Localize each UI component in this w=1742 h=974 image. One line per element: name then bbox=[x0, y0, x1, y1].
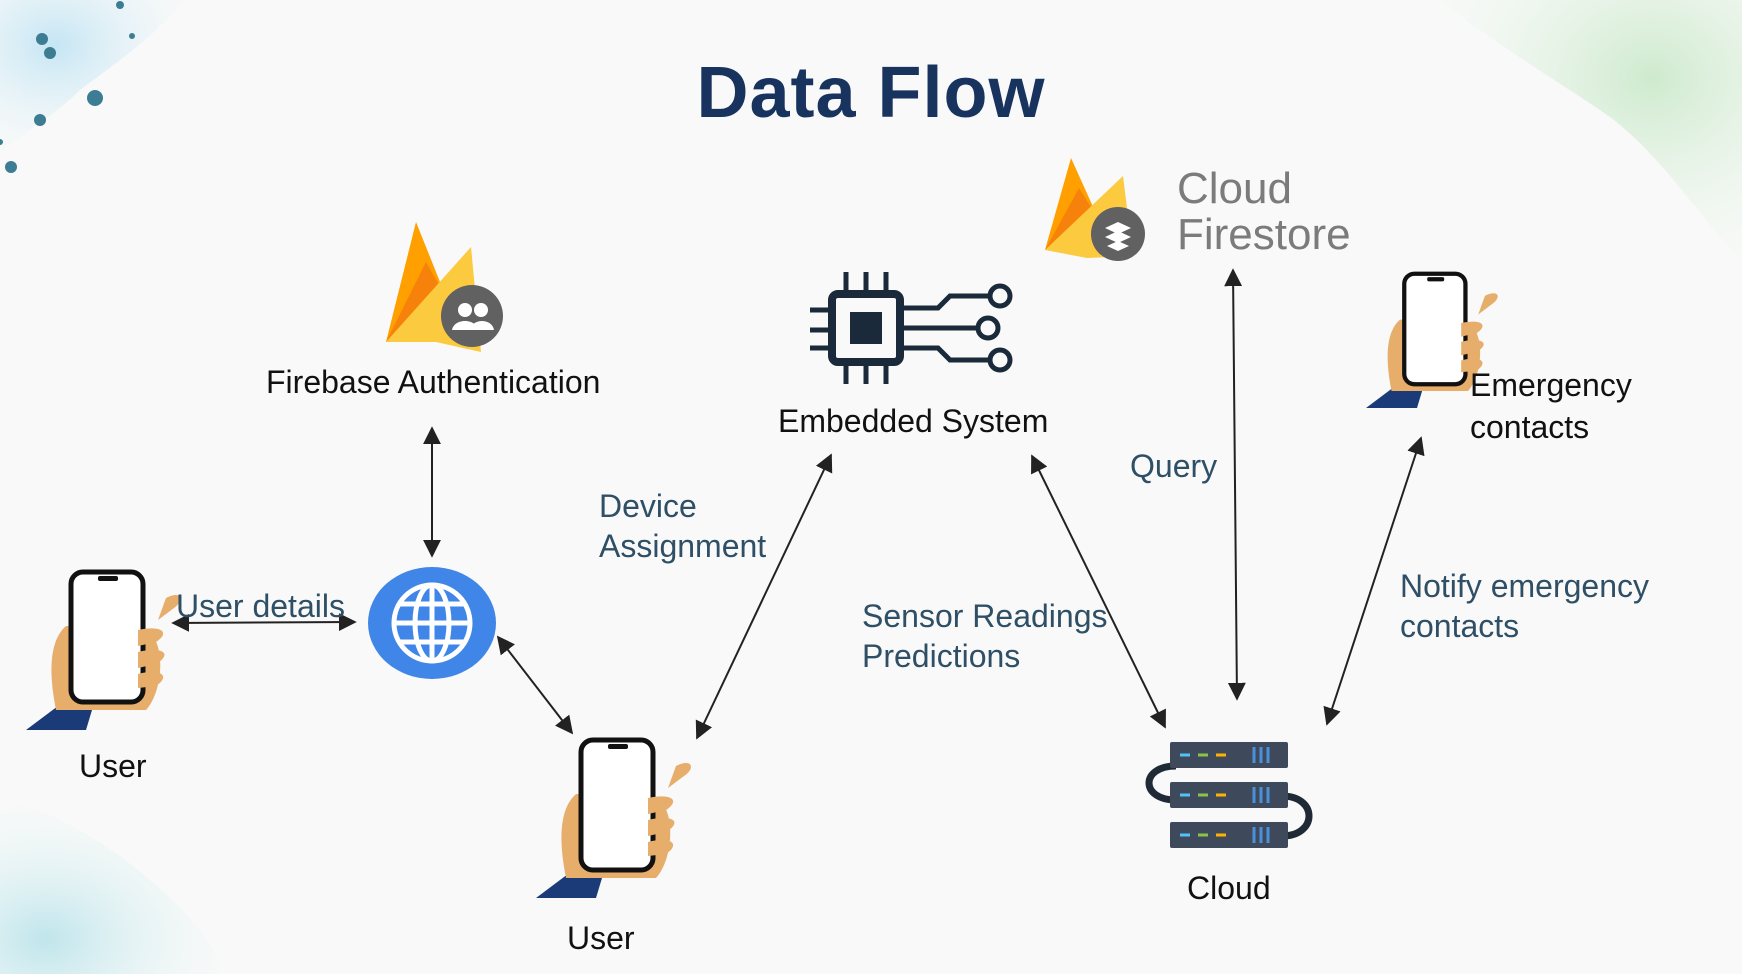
sensor-readings-line1: Sensor Readings bbox=[862, 598, 1108, 634]
emergency-contacts-line2: contacts bbox=[1470, 409, 1590, 445]
page-title: Data Flow bbox=[696, 53, 1046, 133]
emergency-contacts-line1: Emergency bbox=[1470, 367, 1632, 403]
server-rack-icon bbox=[1145, 742, 1313, 848]
arrow-user-webapp bbox=[171, 613, 357, 632]
node-label-user-left: User bbox=[79, 748, 147, 784]
phone-in-hand-icon-emergency bbox=[1366, 271, 1498, 408]
edge-label-query: Query bbox=[1130, 448, 1218, 484]
node-label-emergency-contacts: Emergency contacts bbox=[1470, 364, 1632, 448]
node-label-cloud-firestore: Cloud Firestore bbox=[1177, 166, 1351, 258]
phone-in-hand-icon-user-left bbox=[26, 569, 181, 730]
arrow-embedded-cloud bbox=[1031, 454, 1166, 729]
microchip-icon bbox=[810, 272, 1013, 384]
arrow-emergency-cloud bbox=[1323, 436, 1425, 726]
sensor-readings-line2: Predictions bbox=[862, 638, 1021, 674]
edge-label-notify-emergency-contacts: Notify emergency contacts bbox=[1400, 566, 1649, 646]
node-label-user-bottom: User bbox=[567, 920, 635, 956]
edge-label-sensor-readings: Sensor Readings Predictions bbox=[862, 596, 1107, 676]
edge-label-user-details: User details bbox=[176, 588, 345, 624]
node-label-embedded-system: Embedded System bbox=[778, 403, 1049, 439]
arrow-webapp-user bbox=[496, 635, 574, 735]
arrows bbox=[171, 268, 1425, 740]
edge-label-device-assignment: Device Assignment bbox=[599, 486, 766, 566]
node-label-firebase-auth: Firebase Authentication bbox=[266, 364, 601, 400]
cloud-firestore-line2: Firestore bbox=[1177, 210, 1351, 259]
firebase-firestore-icon bbox=[1045, 158, 1145, 261]
arrow-user-embedded bbox=[695, 453, 833, 740]
cloud-firestore-line1: Cloud bbox=[1177, 164, 1292, 213]
notify-line2: contacts bbox=[1400, 608, 1520, 644]
device-assignment-line1: Device bbox=[599, 488, 697, 524]
globe-icon bbox=[368, 567, 496, 679]
device-assignment-line2: Assignment bbox=[599, 528, 767, 564]
node-label-cloud: Cloud bbox=[1187, 870, 1271, 906]
arrow-firestore-cloud bbox=[1224, 268, 1246, 701]
notify-line1: Notify emergency bbox=[1400, 568, 1649, 604]
phone-in-hand-icon-user-bottom bbox=[536, 737, 691, 898]
firebase-auth-icon bbox=[386, 222, 503, 352]
